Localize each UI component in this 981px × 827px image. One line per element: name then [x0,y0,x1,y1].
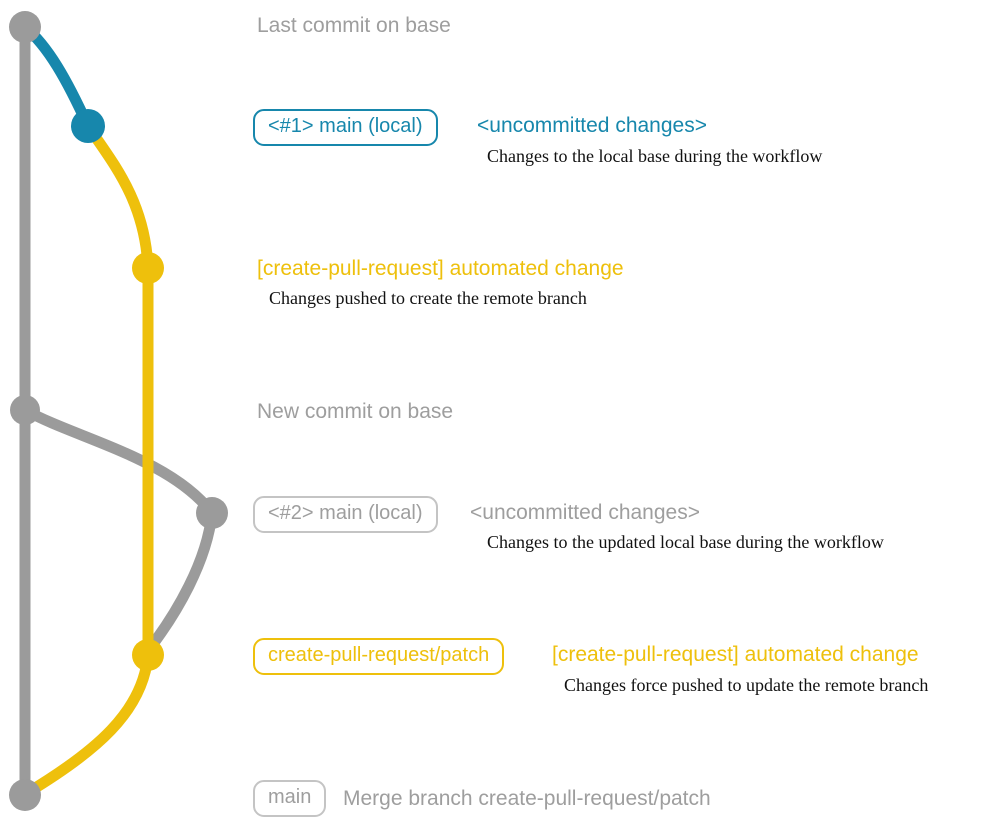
commit-node-local-1 [71,109,105,143]
branch-edge-create-patch [82,120,154,274]
commit-node-new-base [10,395,40,425]
commit-node-automated-1 [132,252,164,284]
status-uncommitted-changes-2: <uncommitted changes> [470,501,700,524]
note-local-base-changes-1: Changes to the local base during the wor… [487,146,823,166]
note-pushed-to-create: Changes pushed to create the remote bran… [269,288,587,308]
label-last-commit-on-base: Last commit on base [257,14,451,37]
commit-node-automated-2 [132,639,164,671]
commit-message-merge: Merge branch create-pull-request/patch [343,787,711,810]
branch-badge-main-local-1: <#1> main (local) [253,109,438,146]
branch-badge-main: main [253,780,327,817]
branch-badge-main-local-2: <#2> main (local) [253,496,438,533]
note-updated-local-base-changes: Changes to the updated local base during… [487,532,884,552]
commit-node-last-base [9,11,41,43]
branch-edge-local2-to-patch [144,507,218,654]
commit-message-automated-2: [create-pull-request] automated change [552,643,919,666]
branch-edge-merge-to-base [21,649,154,799]
label-new-commit-on-base: New commit on base [257,400,454,423]
status-uncommitted-changes-1: <uncommitted changes> [477,114,707,137]
commit-node-merge [9,779,41,811]
branch-edge-local-changes-1 [19,21,94,132]
branch-edge-newbase-to-local2 [19,404,218,519]
note-force-pushed-update: Changes force pushed to update the remot… [564,675,929,695]
commit-node-local-2 [196,497,228,529]
commit-message-automated-1: [create-pull-request] automated change [257,257,624,280]
branch-badge-patch: create-pull-request/patch [253,638,505,675]
